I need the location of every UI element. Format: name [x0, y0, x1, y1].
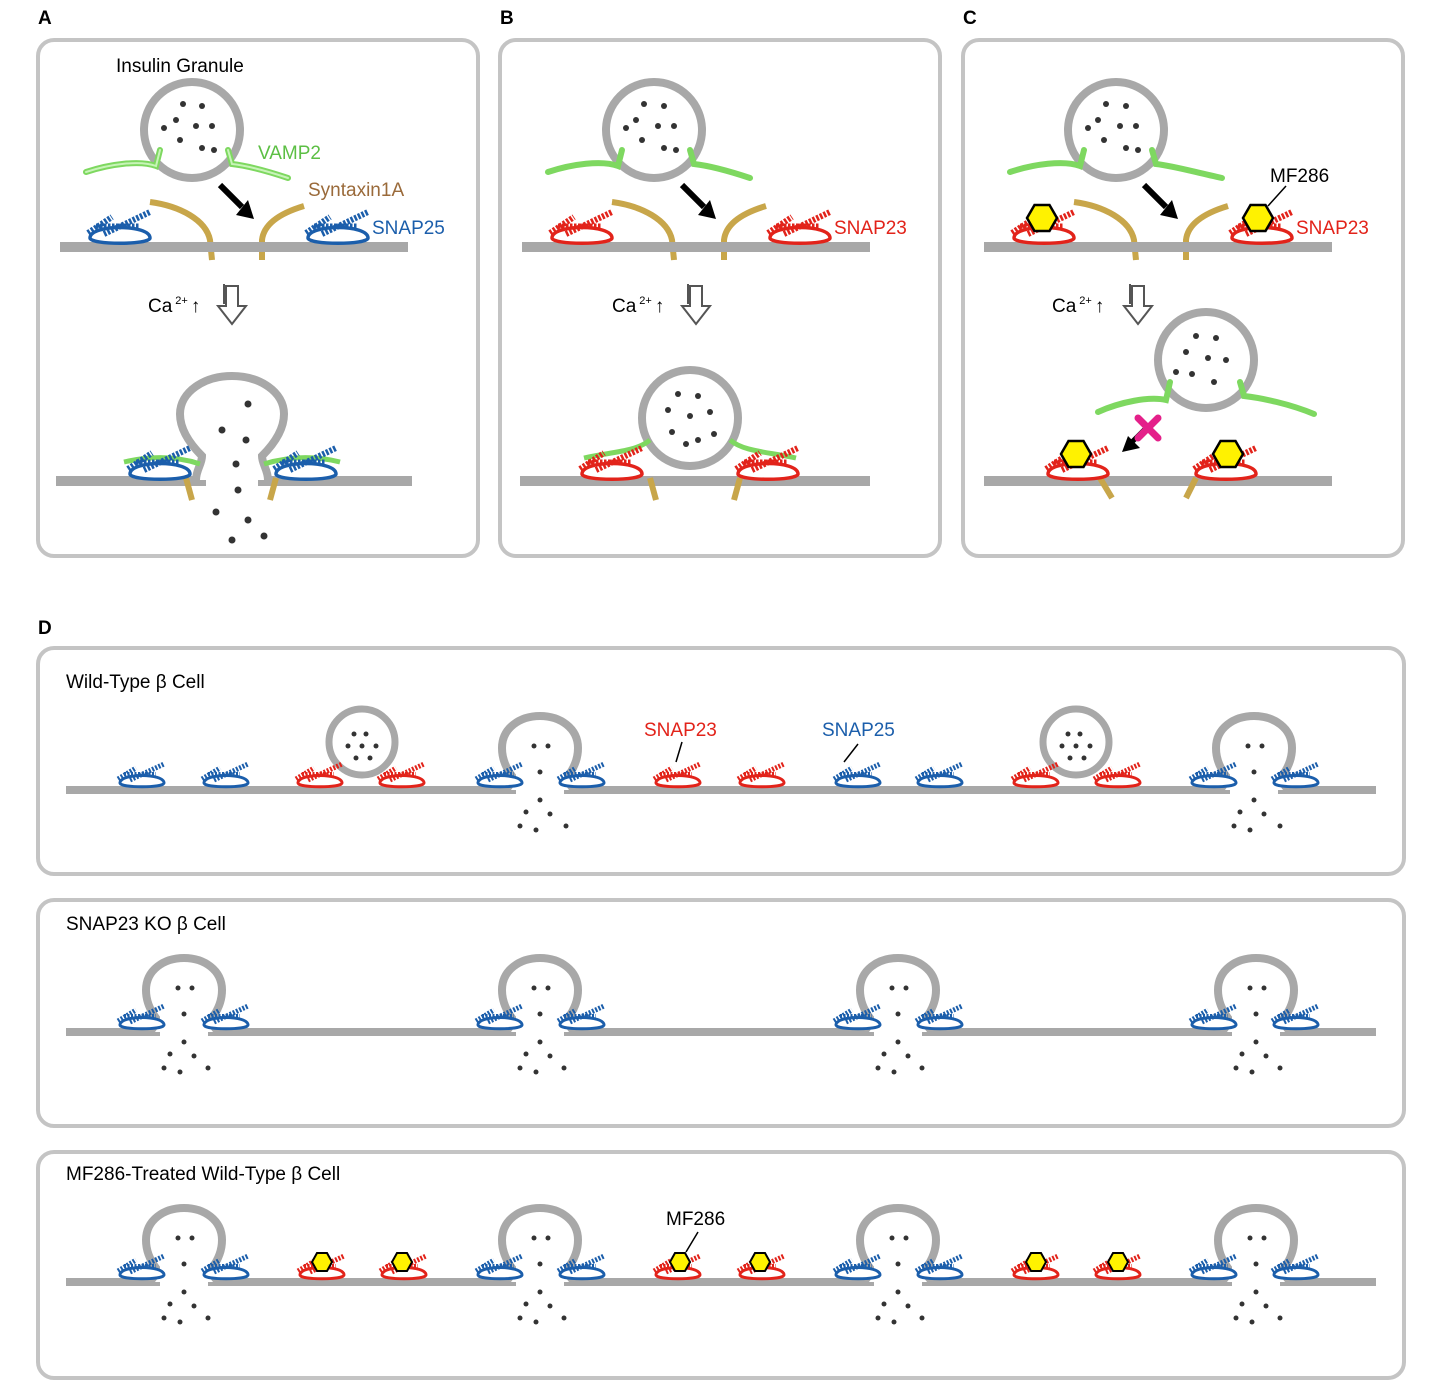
snap25-complex — [118, 764, 164, 787]
plasma-membrane — [522, 242, 870, 252]
granule-cargo-dots — [623, 101, 679, 153]
mf286-hexagon — [391, 1252, 413, 1272]
panel-d2-frame — [36, 898, 1406, 1128]
panel-a-frame — [36, 38, 480, 558]
snap23-complex — [550, 212, 612, 243]
panel-a: Insulin Granule VAMP2 Syntaxin1A SNAP25 … — [56, 56, 445, 544]
granule-cargo-dots — [161, 101, 217, 153]
mf286-hexagon — [1025, 203, 1059, 233]
plasma-membrane — [66, 1028, 1376, 1036]
stimulus-arrow — [679, 284, 713, 326]
panel-d-wild-type: Wild-Type β Cell — [66, 672, 1376, 833]
mf286-hexagon — [1107, 1252, 1129, 1272]
panel-letter-c: C — [963, 8, 977, 29]
panel-d3-frame — [36, 1150, 1406, 1380]
snap23-complex — [768, 212, 830, 243]
snap25-label: SNAP25 — [822, 720, 895, 741]
snap25-complex — [834, 764, 880, 787]
mf286-hexagon — [1025, 1252, 1047, 1272]
snap25-complex — [274, 448, 336, 479]
mf286-label: MF286 — [1270, 166, 1329, 187]
snap23-complex — [738, 764, 784, 787]
plasma-membrane — [60, 242, 408, 252]
snap23-complex — [1012, 764, 1058, 787]
snap23-label: SNAP23 — [834, 218, 907, 239]
mf286-hexagon — [1241, 203, 1275, 233]
snap25-complex — [128, 448, 190, 479]
mf286-label: MF286 — [666, 1209, 725, 1230]
docked-granule — [329, 709, 395, 775]
snap23-label: SNAP23 — [644, 720, 717, 741]
snap25-complex — [306, 212, 368, 243]
insulin-granule — [1064, 78, 1168, 182]
blocked-docking-arrow — [1122, 414, 1162, 452]
snap23-label: SNAP23 — [1296, 218, 1369, 239]
snap25-label: SNAP25 — [372, 218, 445, 239]
row-title: Wild-Type β Cell — [66, 672, 205, 693]
mf286-hexagon — [1059, 439, 1093, 469]
plasma-membrane — [520, 476, 870, 486]
plasma-membrane — [984, 476, 1332, 486]
syntaxin1a-right — [259, 203, 305, 260]
panel-letter-d: D — [38, 618, 52, 639]
snap23-complex — [296, 764, 342, 787]
stimulus-arrow — [1121, 284, 1155, 326]
mf286-hexagon — [669, 1252, 691, 1272]
row-title: MF286-Treated Wild-Type β Cell — [66, 1164, 340, 1185]
snap25-complex — [916, 764, 962, 787]
panel-d-snap23-ko: SNAP23 KO β Cell — [66, 914, 1376, 1075]
plasma-membrane — [984, 242, 1332, 252]
fusing-granule — [175, 371, 289, 481]
row-title: SNAP23 KO β Cell — [66, 914, 226, 935]
plasma-membrane — [66, 786, 1376, 794]
plasma-membrane — [66, 1278, 1376, 1286]
panel-b-frame — [498, 38, 942, 558]
snap23-complex — [654, 764, 700, 787]
mf286-hexagon — [1211, 439, 1245, 469]
released-insulin-dots — [212, 400, 268, 544]
insulin-granule — [140, 78, 244, 182]
snap25-complex — [88, 212, 150, 243]
syntaxin1a-left — [149, 199, 215, 261]
panel-letter-a: A — [38, 8, 52, 29]
vamp2-label: VAMP2 — [258, 143, 321, 164]
panel-d1-frame — [36, 646, 1406, 876]
insulin-granule — [602, 78, 706, 182]
snap25-complex — [202, 764, 248, 787]
docking-arrow — [217, 182, 254, 219]
panel-d-mf286-treated: MF286-Treated Wild-Type β Cell MF286 — [66, 1164, 1376, 1325]
granule-label: Insulin Granule — [116, 56, 244, 77]
mf286-hexagon — [311, 1252, 333, 1272]
panel-c-frame — [961, 38, 1405, 558]
stimulus-arrow — [215, 284, 249, 326]
panel-letter-b: B — [500, 8, 514, 29]
mf286-hexagon — [749, 1252, 771, 1272]
syntaxin1a-label: Syntaxin1A — [308, 180, 404, 201]
